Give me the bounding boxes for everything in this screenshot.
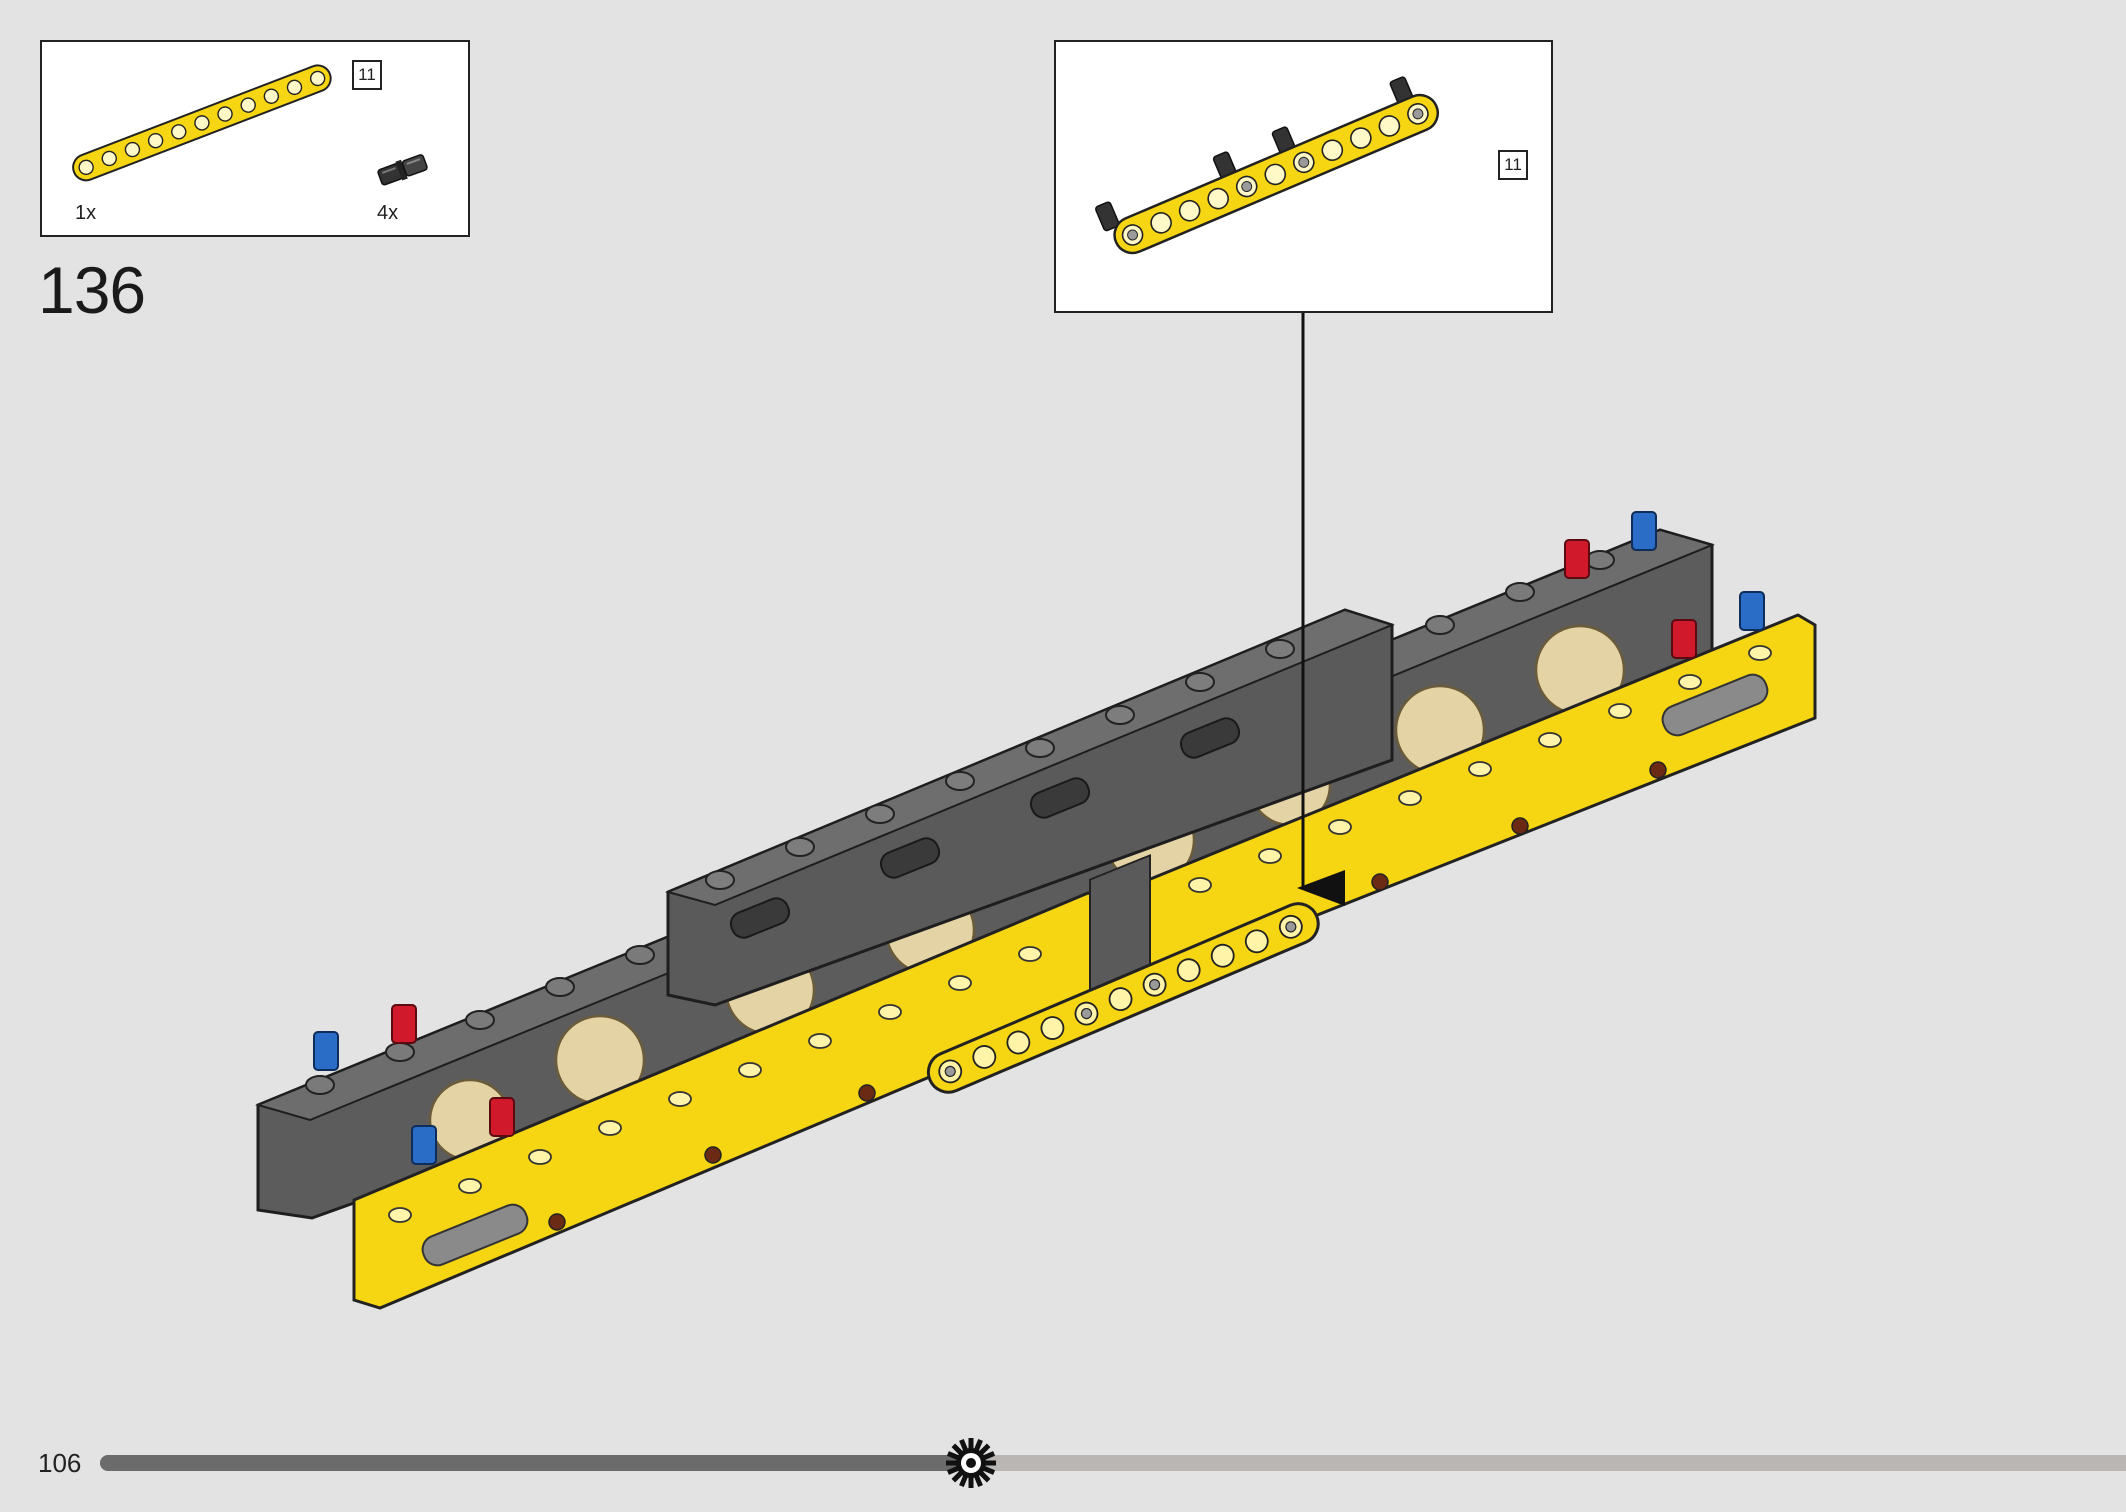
red-pins <box>391 539 1697 1137</box>
blue-pins <box>313 511 1765 1165</box>
callout-beam-with-pins <box>1095 76 1440 255</box>
callout-illustration <box>1095 76 1440 255</box>
progress-gear-icon <box>946 1438 996 1488</box>
callout-box: 11 <box>1054 40 1553 313</box>
page-number: 106 <box>38 1448 82 1478</box>
main-model-illustration <box>254 313 1817 1310</box>
beam-length-badge: 11 <box>352 60 382 90</box>
beam-quantity: 1x <box>75 202 97 224</box>
pin-quantity: 4x <box>377 202 399 224</box>
yellow-beam-part-icon <box>72 64 332 182</box>
progress-fill <box>100 1455 971 1471</box>
parts-illustration <box>72 64 428 186</box>
gray-frame-upper <box>664 608 1395 1007</box>
black-pin-part-icon <box>377 154 428 186</box>
parts-list-box: 11 1x 4x <box>40 40 470 237</box>
callout-length-badge: 11 <box>1498 150 1528 180</box>
new-center-beam <box>926 902 1320 1094</box>
step-number: 136 <box>38 253 146 327</box>
